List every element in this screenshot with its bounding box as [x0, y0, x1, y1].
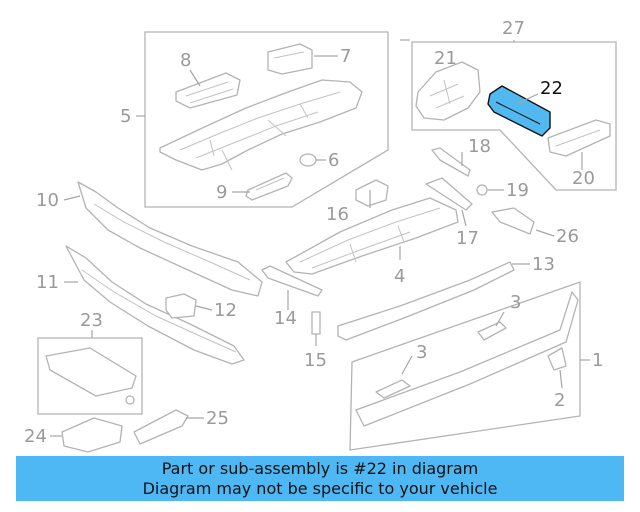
- group-1-box: [349, 281, 581, 451]
- callout-4: 4: [394, 266, 405, 287]
- callout-20: 20: [572, 168, 595, 189]
- part-24-panel: [61, 417, 123, 453]
- callout-16: 16: [326, 204, 349, 225]
- callout-22: 22: [540, 78, 563, 99]
- callout-3-lower: 3: [416, 342, 427, 363]
- group-5-box: [144, 31, 389, 208]
- callout-15: 15: [304, 350, 327, 371]
- part-14-bracket: [261, 265, 323, 297]
- callout-18: 18: [468, 136, 491, 157]
- callout-21: 21: [434, 48, 457, 69]
- callout-7: 7: [340, 46, 351, 67]
- banner-line-2: Diagram may not be specific to your vehi…: [142, 478, 498, 498]
- part-26-bracket: [491, 207, 535, 235]
- part-10-side-member: [77, 181, 263, 297]
- callout-26: 26: [556, 226, 579, 247]
- part-13-member: [337, 261, 515, 341]
- part-6-plug: [299, 153, 317, 167]
- part-19-clip: [476, 184, 488, 196]
- callout-9: 9: [216, 182, 227, 203]
- part-2-bracket: [547, 347, 567, 371]
- part-25-bracket: [133, 409, 189, 445]
- info-banner: Part or sub-assembly is #22 in diagram D…: [16, 456, 624, 501]
- callout-25: 25: [206, 408, 229, 429]
- callout-12: 12: [214, 300, 237, 321]
- part-17-member: [425, 177, 473, 211]
- part-22-highlighted: [487, 85, 551, 137]
- callout-27: 27: [502, 18, 525, 39]
- callout-23: 23: [80, 310, 103, 331]
- callout-14: 14: [274, 308, 297, 329]
- callout-24: 24: [24, 426, 47, 447]
- part-5-floor-pan: [159, 79, 363, 171]
- callout-17: 17: [456, 228, 479, 249]
- part-4-floor-panel: [285, 197, 459, 275]
- part-7-bracket: [267, 43, 313, 75]
- part-15-bolt: [311, 311, 321, 335]
- callout-13: 13: [532, 254, 555, 275]
- part-8-reinforcement: [175, 72, 241, 109]
- part-12-bracket: [165, 293, 197, 319]
- part-21-bracket: [415, 61, 481, 121]
- part-16-bracket: [355, 179, 389, 207]
- group-23-box: [37, 337, 143, 415]
- part-11-side-member: [65, 245, 245, 365]
- callout-6: 6: [328, 150, 339, 171]
- leader-lines: [50, 39, 590, 437]
- callout-5: 5: [120, 106, 131, 127]
- banner-line-1: Part or sub-assembly is #22 in diagram: [161, 458, 479, 478]
- part-1-rocker: [355, 291, 579, 427]
- callout-3-upper: 3: [510, 292, 521, 313]
- part-9-bracket: [245, 172, 293, 201]
- part-18-bracket: [431, 147, 471, 177]
- part-3-bracket-upper: [477, 321, 507, 341]
- callout-19: 19: [506, 180, 529, 201]
- part-23-panel: [45, 347, 137, 397]
- callout-2: 2: [554, 390, 565, 411]
- callout-10: 10: [36, 190, 59, 211]
- callout-11: 11: [36, 272, 59, 293]
- callout-1: 1: [592, 350, 603, 371]
- part-3-bracket-lower: [375, 379, 411, 399]
- callout-8: 8: [180, 50, 191, 71]
- group-27-box: [411, 41, 617, 191]
